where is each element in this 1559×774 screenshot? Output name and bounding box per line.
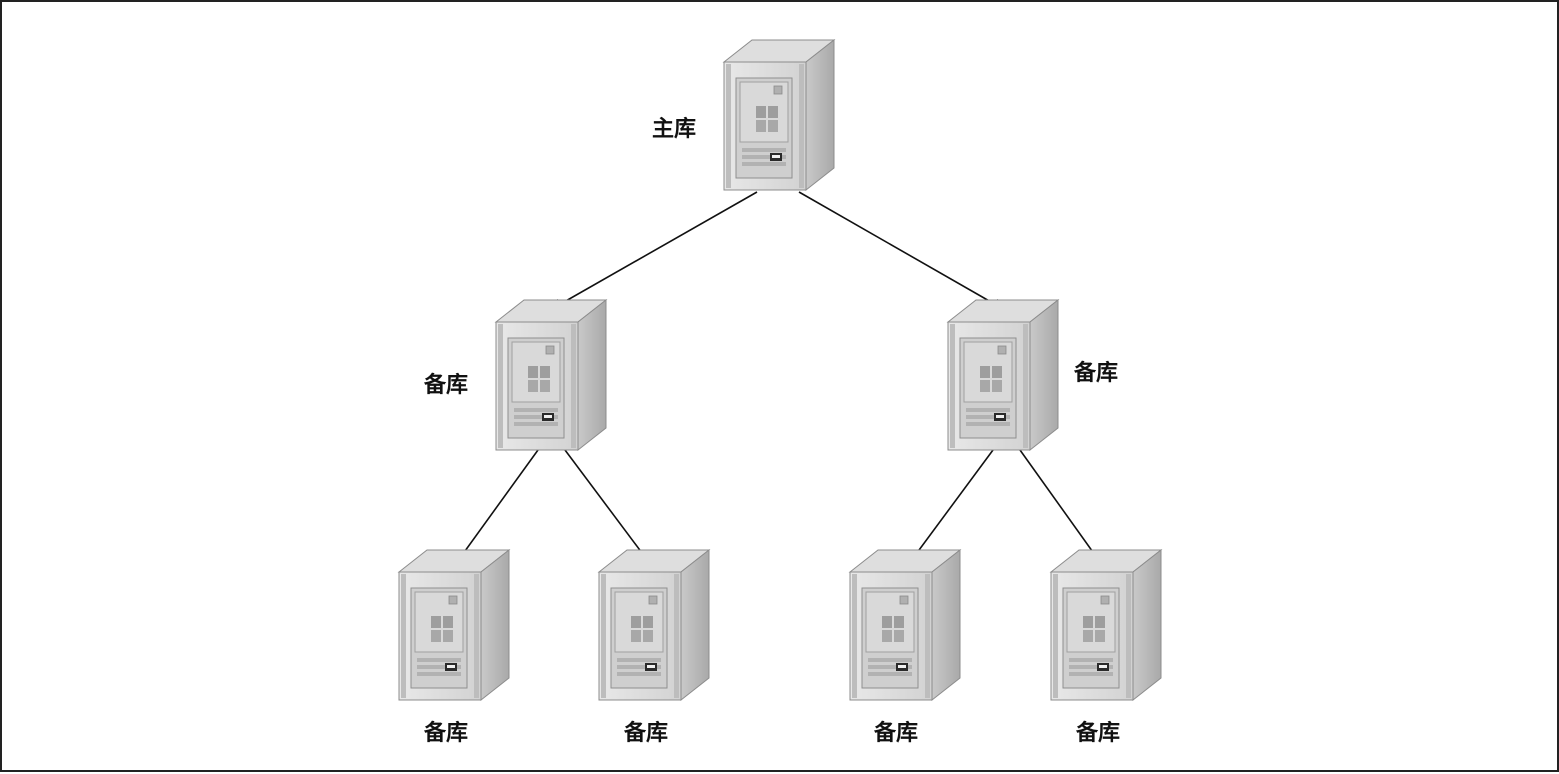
replication-edges	[450, 191, 1107, 571]
edge-master-to-standby-l	[548, 191, 758, 311]
node-label-standby-left: 备库	[423, 372, 468, 398]
node-standby-left: 备库	[423, 299, 607, 451]
node-label-master: 主库	[652, 117, 696, 142]
node-standby-rl: 备库	[849, 549, 961, 746]
node-label-standby-rl: 备库	[873, 720, 918, 746]
node-standby-rr: 备库	[1050, 549, 1162, 746]
server-tower-icon	[849, 549, 961, 701]
node-master: 主库	[652, 39, 835, 191]
node-standby-lr: 备库	[598, 549, 710, 746]
edge-standby-l-to-ll	[450, 449, 539, 571]
edge-standby-r-to-rr	[1019, 449, 1107, 571]
node-label-standby-lr: 备库	[623, 720, 668, 746]
edge-standby-r-to-rl	[903, 449, 994, 571]
node-standby-right: 备库	[947, 299, 1118, 451]
server-tower-icon	[1050, 549, 1162, 701]
server-tower-icon	[723, 39, 835, 191]
server-tower-icon	[947, 299, 1059, 451]
server-tower-icon	[598, 549, 710, 701]
node-label-standby-right: 备库	[1073, 360, 1118, 386]
node-label-standby-rr: 备库	[1075, 720, 1120, 746]
server-tower-icon	[495, 299, 607, 451]
node-label-standby-ll: 备库	[423, 720, 468, 746]
server-tower-icon	[398, 549, 510, 701]
node-standby-ll: 备库	[398, 549, 510, 746]
edge-master-to-standby-r	[798, 191, 1007, 311]
edge-standby-l-to-lr	[564, 449, 656, 571]
